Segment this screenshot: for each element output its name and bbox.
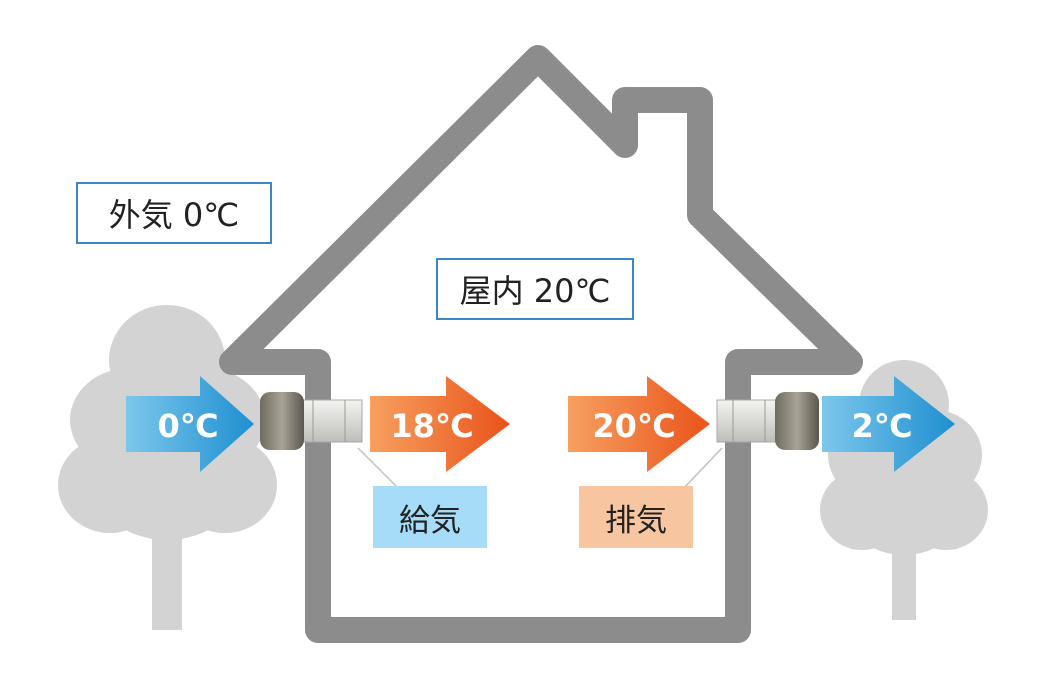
supply-tag: 給気 bbox=[373, 486, 487, 548]
house-outline bbox=[219, 45, 863, 643]
exhaust-in-temp-label: 20℃ bbox=[592, 407, 675, 445]
outside-air-in-arrow: 0℃ bbox=[126, 376, 254, 472]
outside-out-temp-label: 2℃ bbox=[851, 407, 912, 445]
exhaust-tag: 排気 bbox=[579, 486, 693, 548]
supply-air-arrow: 18℃ bbox=[370, 376, 510, 472]
supply-temp-label: 18℃ bbox=[390, 407, 473, 445]
outside-air-out-arrow: 2℃ bbox=[822, 376, 955, 472]
supply-vent-unit bbox=[260, 392, 401, 491]
exhaust-vent-unit bbox=[681, 392, 819, 491]
outside-temp-label: 外気 0℃ bbox=[76, 182, 272, 244]
indoor-temp-label: 屋内 20℃ bbox=[436, 258, 634, 320]
outside-in-temp-label: 0℃ bbox=[157, 407, 218, 445]
exhaust-air-arrow: 20℃ bbox=[568, 376, 710, 472]
